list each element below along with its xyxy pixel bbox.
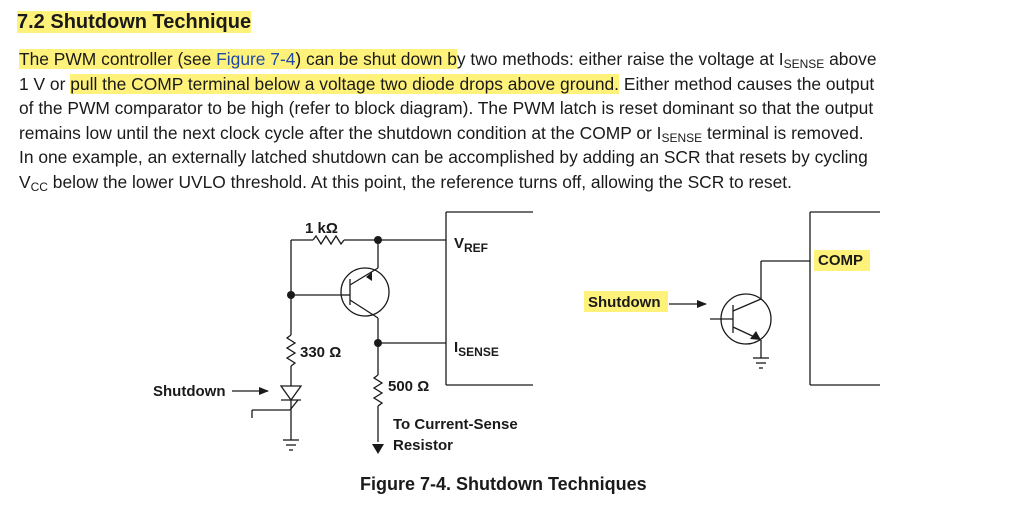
resistor-500-label: 500 Ω (388, 378, 429, 395)
para-text: terminal is removed. (702, 122, 864, 143)
para-line-4: remains low until the next clock cycle a… (19, 121, 1019, 146)
para-text: remains low until the next clock cycle a… (19, 122, 662, 143)
subscript: SENSE (783, 57, 825, 71)
transistor-emitter (349, 267, 379, 286)
para-line-2: 1 V or pull the COMP terminal below a vo… (19, 72, 1019, 97)
para-text: below the lower UVLO threshold. At this … (47, 171, 792, 192)
para-highlight-1: The PWM controller (see (19, 49, 217, 69)
transistor-collector (732, 298, 762, 312)
figure-link[interactable]: Figure 7-4 (216, 49, 296, 69)
junction-dot (287, 291, 295, 299)
shutdown-left-label: Shutdown (153, 383, 225, 400)
subscript: CC (30, 179, 48, 194)
output-arrow (372, 444, 384, 454)
para-highlight-3: pull the COMP terminal below a voltage t… (70, 73, 620, 94)
vref-label: VREF (454, 235, 488, 255)
isense-label: ISENSE (454, 339, 499, 359)
left-circuit-fills (287, 236, 384, 454)
para-line-6: VCC below the lower UVLO threshold. At t… (19, 170, 1019, 195)
resistor-330-symbol (285, 334, 297, 367)
pnp-transistor-body (340, 267, 390, 317)
junction-dot (374, 339, 382, 347)
resistor-500-symbol (372, 374, 384, 407)
shutdown-right-label: Shutdown (588, 294, 660, 311)
emitter-arrow (750, 331, 761, 340)
resistor-1k-symbol (312, 234, 345, 246)
scr-gate (289, 399, 299, 411)
comp-label: COMP (818, 252, 863, 269)
subscript: SENSE (661, 130, 703, 145)
para-text: Either method causes the output (619, 73, 875, 94)
body-paragraph: The PWM controller (see Figure 7-4) can … (19, 47, 1019, 195)
para-line-3: of the PWM comparator to be high (refer … (19, 98, 874, 119)
para-text: y two methods: either raise the voltage … (456, 49, 784, 69)
resistor-330-label: 330 Ω (300, 344, 341, 361)
transistor-collector (349, 299, 379, 319)
section-heading: 7.2 Shutdown Technique (17, 9, 252, 35)
scr-symbol (279, 385, 303, 402)
right-circuit (710, 211, 880, 386)
para-text: V (19, 171, 31, 192)
para-highlight-2: ) can be shut down b (295, 49, 457, 69)
para-line-1: The PWM controller (see Figure 7-4) can … (19, 47, 1019, 72)
current-sense-label-2: Resistor (393, 437, 453, 454)
junction-dot (374, 236, 382, 244)
left-circuit (251, 211, 533, 451)
resistor-1k-label: 1 kΩ (305, 220, 338, 237)
figure-caption: Figure 7-4. Shutdown Techniques (360, 474, 647, 494)
para-text: above (824, 49, 877, 69)
para-line-5: In one example, an externally latched sh… (19, 147, 868, 168)
current-sense-label: To Current-Sense (393, 416, 518, 433)
section-heading-text: 7.2 Shutdown Technique (17, 11, 252, 33)
comp-highlight (814, 250, 870, 271)
shutdown-right-highlight (584, 291, 668, 312)
emitter-arrow (366, 272, 372, 281)
para-text: 1 V or (19, 73, 71, 94)
